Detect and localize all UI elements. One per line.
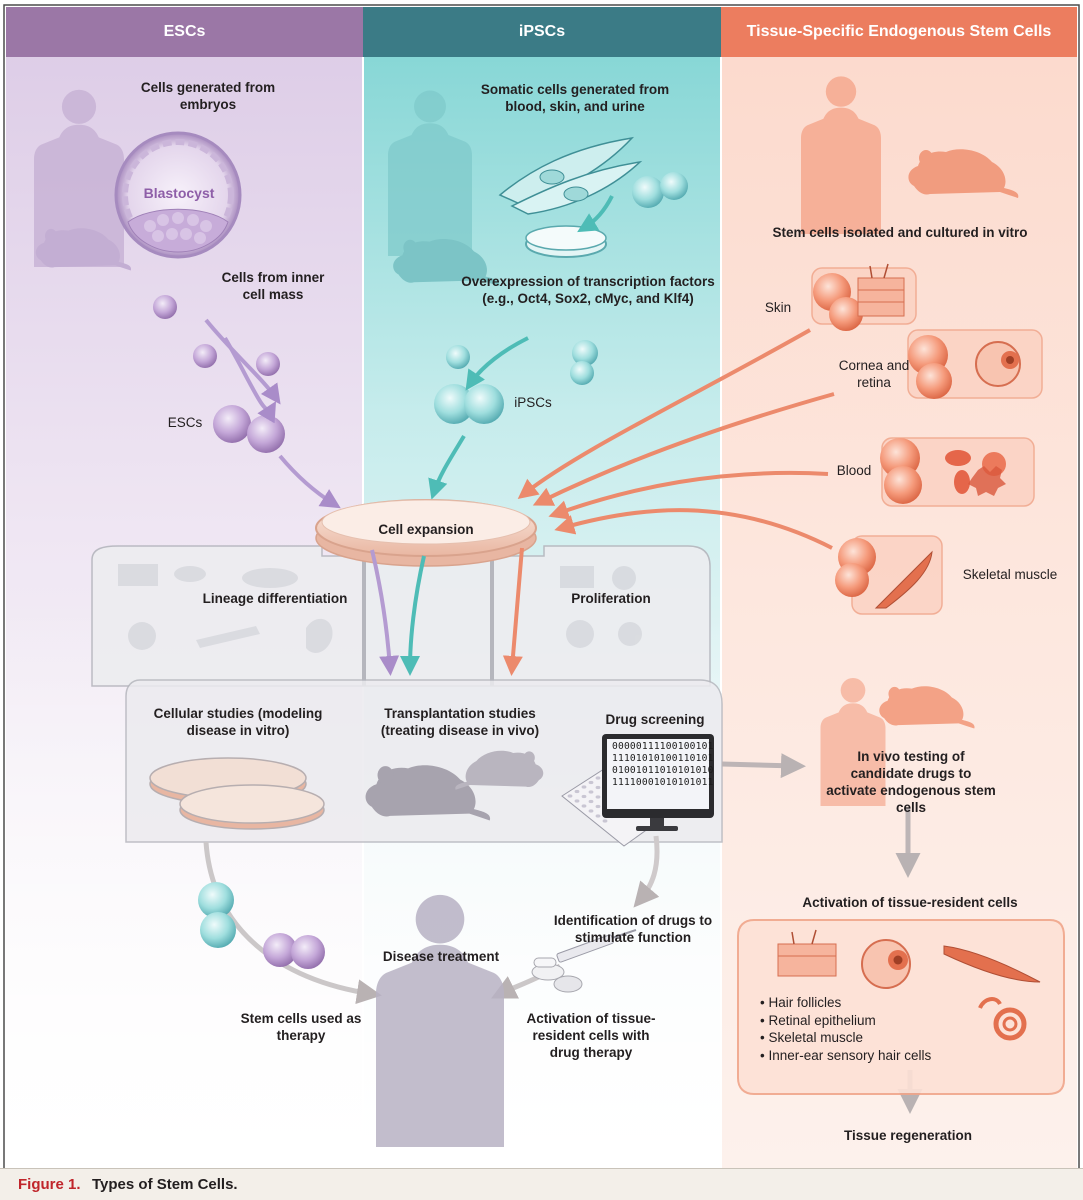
well xyxy=(588,799,594,804)
well xyxy=(595,776,601,780)
therapy-cells xyxy=(198,882,325,969)
arrow xyxy=(204,318,281,405)
activation-resident-label: Activation of tissue-resident cells xyxy=(802,895,1018,910)
well xyxy=(595,785,601,790)
isolated-cultured-label: Stem cells isolated and cultured in vitr… xyxy=(772,225,1028,240)
figure-caption: Figure 1. Types of Stem Cells. xyxy=(0,1168,1083,1200)
well xyxy=(595,795,601,799)
arrow xyxy=(203,841,382,1005)
tissue-header-bar xyxy=(721,7,1077,57)
well xyxy=(574,789,580,794)
arrow xyxy=(517,328,811,499)
arrow xyxy=(532,392,835,506)
arrow xyxy=(577,195,614,233)
blood-tissue-panel xyxy=(880,437,1035,507)
regeneration-target-list: Hair follicles Retinal epithelium Skelet… xyxy=(760,994,931,1064)
syringe-icon xyxy=(556,929,637,963)
tissue-column-header: Tissue-Specific Endogenous Stem Cells xyxy=(746,23,1052,40)
esc-cells-icon xyxy=(213,405,285,453)
arrow xyxy=(400,555,426,676)
arrow xyxy=(278,454,341,509)
drug-screening-label: Drug screening xyxy=(605,712,705,727)
cornea-tissue-panel xyxy=(907,329,1043,399)
skin-tissue-panel xyxy=(811,263,917,331)
well xyxy=(567,794,573,798)
list-item: Inner-ear sensory hair cells xyxy=(760,1047,931,1065)
arrow xyxy=(370,549,400,676)
overexpression-label: Overexpression of transcription factors … xyxy=(461,274,715,306)
escs-cells-label: ESCs xyxy=(167,415,203,430)
somatic-cells-label: Somatic cells generated from blood, skin… xyxy=(480,82,670,114)
skin-label: Skin xyxy=(764,300,792,315)
list-item: Hair follicles xyxy=(760,994,931,1012)
muscle-icon xyxy=(943,945,1041,983)
well xyxy=(595,814,601,818)
cell-expansion-label: Cell expansion xyxy=(378,522,474,537)
stem-cells-therapy-label: Stem cells used as therapy xyxy=(240,1011,362,1043)
cellular-studies-label: Cellular studies (modeling disease in vi… xyxy=(153,706,323,738)
fibroblast-icon xyxy=(498,136,643,215)
well xyxy=(595,804,601,809)
esc-source-label: Cells generated from embryos xyxy=(140,80,276,112)
arrow xyxy=(548,470,829,520)
ipscs-header-bar xyxy=(363,7,721,57)
pill-icon xyxy=(531,957,583,993)
in-vivo-testing-label: In vivo testing of candidate drugs to ac… xyxy=(826,749,996,815)
figure-number: Figure 1. xyxy=(18,1176,81,1193)
monitor-icon xyxy=(602,734,714,831)
proliferation-label: Proliferation xyxy=(571,591,651,606)
skin-icon xyxy=(777,929,837,977)
arrow xyxy=(428,434,466,500)
list-item: Retinal epithelium xyxy=(760,1012,931,1030)
ear-icon xyxy=(978,997,1027,1041)
blood-cells-icon xyxy=(945,450,1006,496)
eye-icon xyxy=(861,939,911,989)
muscle-icon xyxy=(874,550,933,609)
skin-icon xyxy=(857,263,905,317)
activation-drug-therapy-label: Activation of tissue-resident cells with… xyxy=(526,1011,656,1060)
well xyxy=(588,790,594,794)
lineage-differentiation-label: Lineage differentiation xyxy=(202,591,348,606)
blastocyst-icon xyxy=(114,131,242,259)
cornea-retina-label: Cornea and retina xyxy=(838,358,910,390)
blood-cells-icon xyxy=(632,172,688,208)
well xyxy=(581,794,587,799)
arrow xyxy=(554,508,833,550)
blastocyst-label: Blastocyst xyxy=(143,185,215,201)
differentiation-band xyxy=(91,545,711,687)
ipscs-column-header: iPSCs xyxy=(518,23,566,40)
ipsc-cells xyxy=(434,340,598,424)
escs-column-header: ESCs xyxy=(163,23,206,40)
inner-cell-mass-label: Cells from inner cell mass xyxy=(221,270,325,302)
inner-cell-mass-cells xyxy=(153,295,280,376)
well xyxy=(588,809,594,813)
eye-icon xyxy=(975,341,1021,387)
identification-drugs-label: Identification of drugs to stimulate fun… xyxy=(553,913,713,945)
well xyxy=(581,785,587,789)
figure-title: Types of Stem Cells. xyxy=(92,1176,238,1193)
arrow xyxy=(465,336,529,391)
ipscs-cells-label: iPSCs xyxy=(514,395,552,410)
arrow xyxy=(721,753,806,779)
faint-organ-icons xyxy=(118,564,642,653)
transplantation-studies-label: Transplantation studies (treating diseas… xyxy=(380,706,540,738)
well xyxy=(602,819,608,823)
tissue-regeneration-label: Tissue regeneration xyxy=(843,1128,973,1143)
petri-dish-icon xyxy=(525,225,607,258)
binary-code: 00000111100100101 11101010100110101 0100… xyxy=(612,741,714,788)
arrow xyxy=(633,835,660,908)
culture-dishes-icon xyxy=(149,757,325,830)
blood-label: Blood xyxy=(836,463,872,478)
disease-treatment-label: Disease treatment xyxy=(382,949,500,964)
skeletal-muscle-label: Skeletal muscle xyxy=(962,567,1058,582)
well xyxy=(581,804,587,808)
muscle-tissue-panel xyxy=(835,535,943,615)
list-item: Skeletal muscle xyxy=(760,1029,931,1047)
arrow xyxy=(502,547,524,676)
escs-header-bar xyxy=(6,7,363,57)
well xyxy=(574,799,580,803)
well xyxy=(588,780,594,785)
